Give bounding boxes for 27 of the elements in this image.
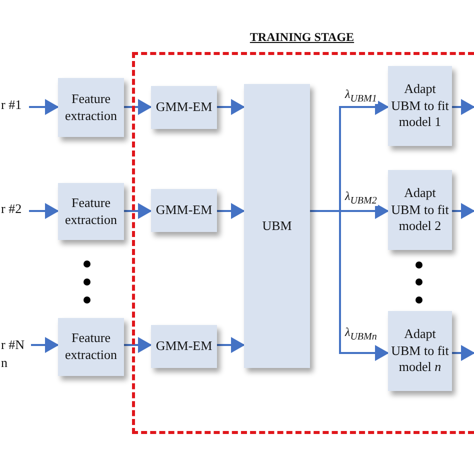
arrow	[452, 203, 474, 219]
arrow	[452, 99, 474, 115]
input-label: r #N n	[1, 336, 31, 374]
arrow	[217, 203, 245, 219]
process-box: UBM	[244, 84, 310, 368]
arrow	[217, 337, 245, 353]
arrow	[29, 203, 59, 219]
input-label: r #2	[1, 200, 29, 222]
process-box: Adapt UBM to fit model 1	[388, 66, 452, 146]
process-box: GMM-EM	[151, 189, 217, 232]
arrow	[217, 99, 245, 115]
process-box: Feature extraction	[58, 318, 124, 376]
process-box: GMM-EM	[151, 325, 217, 368]
arrow	[31, 337, 59, 353]
arrow	[310, 210, 389, 361]
process-box: Adapt UBM to fit model 2	[388, 170, 452, 250]
arrow	[124, 337, 152, 353]
arrow	[124, 203, 152, 219]
process-box: Adapt UBM to fit model n	[388, 311, 452, 391]
arrow	[29, 99, 59, 115]
process-box: Feature extraction	[58, 183, 124, 240]
arrow	[124, 99, 152, 115]
process-box: GMM-EM	[151, 86, 217, 129]
process-box: Feature extraction	[58, 78, 124, 137]
input-label: r #1	[1, 96, 29, 118]
stage-heading: TRAINING STAGE	[250, 30, 354, 44]
arrow	[452, 345, 474, 361]
